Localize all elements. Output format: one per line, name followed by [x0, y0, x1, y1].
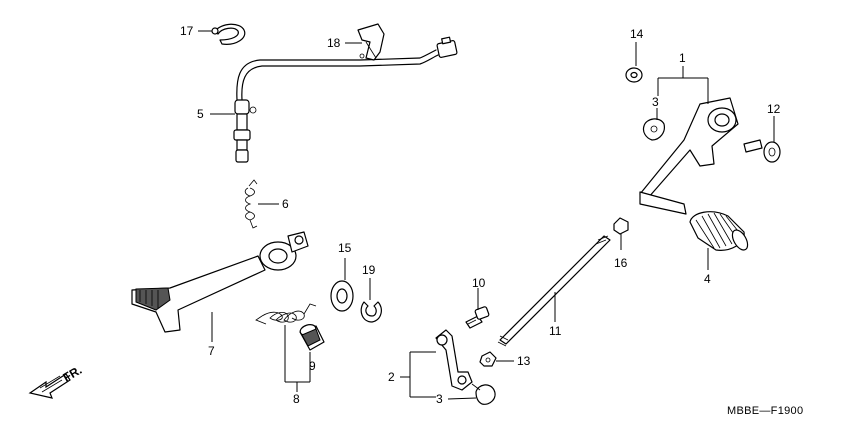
shift-lever-part-1	[639, 97, 739, 215]
nut-part-18	[613, 217, 629, 235]
switch-part-5	[233, 49, 439, 163]
front-direction-arrow-icon	[28, 373, 71, 399]
callout-4: 4	[704, 272, 711, 286]
callout-19: 19	[362, 263, 376, 277]
nut-part-13	[479, 351, 497, 367]
callout-8: 8	[293, 392, 300, 406]
callout-18: 16	[614, 256, 628, 270]
callout-1: 1	[679, 51, 686, 65]
joint-part-3a	[642, 118, 665, 141]
callout-12: 12	[767, 102, 781, 116]
spring-part-6	[244, 179, 258, 229]
callout-14: 14	[630, 27, 644, 41]
callout-17: 18	[327, 36, 341, 50]
snap-ring-part-19	[360, 301, 382, 323]
callout-3-lower: 3	[436, 392, 443, 406]
callout-2: 2	[388, 370, 395, 384]
callout-9: 9	[309, 359, 316, 373]
callout-3-upper: 3	[652, 95, 659, 109]
callout-7: 7	[208, 344, 215, 358]
brake-pedal-part-7	[131, 231, 309, 333]
callout-13: 13	[517, 354, 531, 368]
callout-5: 5	[197, 107, 204, 121]
connector	[436, 36, 458, 58]
callout-11: 11	[549, 324, 562, 338]
collar-part-9	[299, 324, 325, 351]
rubber-peg-part-4	[689, 211, 749, 251]
joint-ball-part-3b	[471, 383, 496, 405]
callout-16: 17	[180, 24, 194, 38]
cable-clamp-part-17	[357, 23, 385, 61]
callout-6: 6	[282, 197, 289, 211]
washer-part-14	[625, 67, 643, 83]
shift-rod-part-11	[497, 235, 611, 347]
diagram-code: MBBE—F1900	[727, 405, 803, 417]
clip-part-16	[211, 23, 246, 45]
pivot-bolt-part-12	[743, 139, 781, 163]
spring-part-8	[255, 303, 317, 325]
washer-part-15	[330, 280, 354, 312]
callout-15: 15	[338, 241, 352, 255]
shift-arm-part-2	[435, 329, 473, 391]
bolt-part-10	[465, 306, 490, 329]
callout-10: 10	[472, 276, 486, 290]
